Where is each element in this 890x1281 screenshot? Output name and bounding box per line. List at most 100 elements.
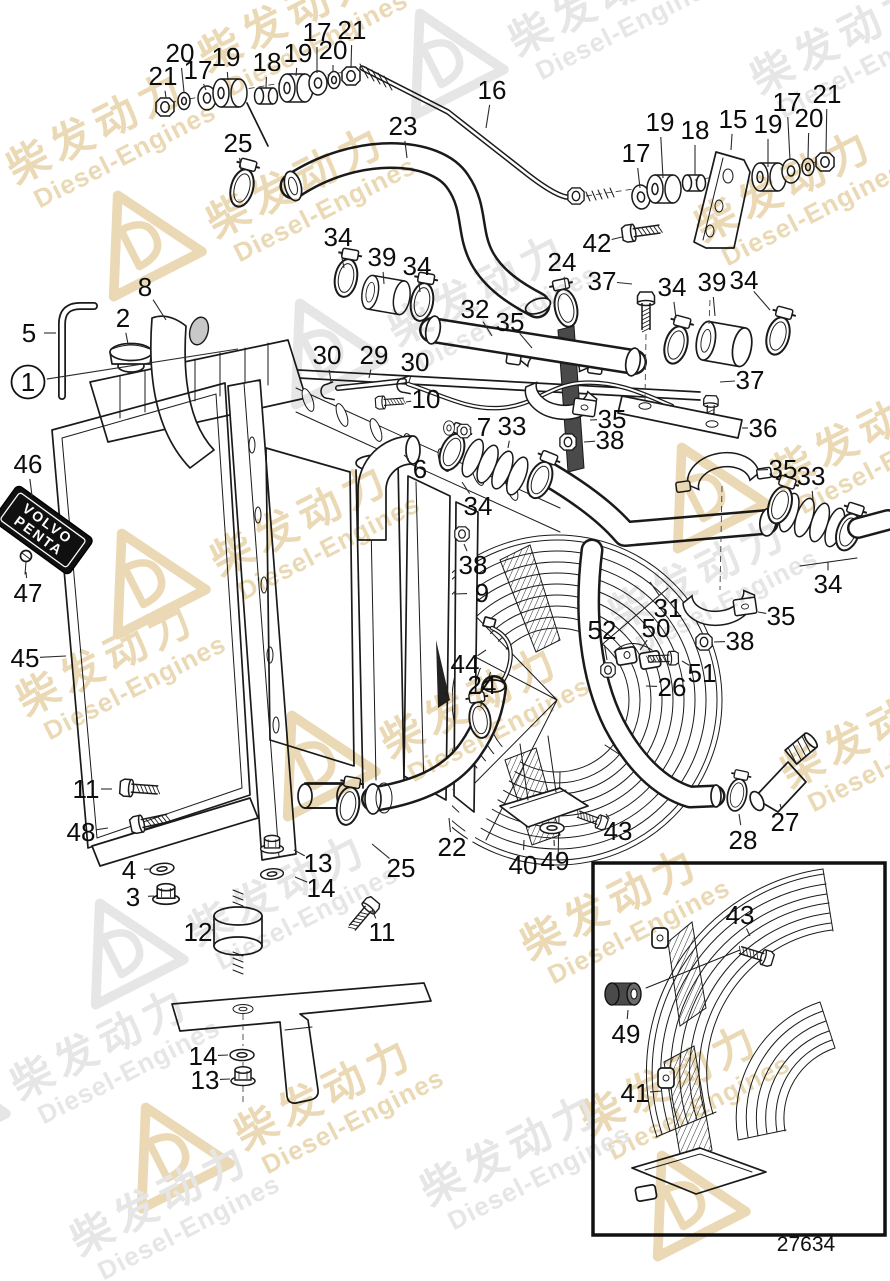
callout-label: 17	[773, 87, 802, 117]
callout-label: 4	[122, 855, 136, 885]
radiator-bottom-tank	[91, 797, 259, 867]
washer-7	[443, 420, 455, 436]
leader-line	[637, 167, 641, 189]
hose-33	[457, 435, 533, 499]
brand-badge-46: VOLVO PENTA	[0, 485, 93, 575]
washer-4	[148, 861, 176, 877]
callout-label: 19	[754, 109, 783, 139]
callout-label: 39	[698, 267, 727, 297]
callout-label: 30	[313, 340, 342, 370]
callout-label: 20	[166, 38, 195, 68]
leader-line	[152, 299, 167, 321]
callout-label: 22	[438, 832, 467, 862]
callout-label: 21	[338, 15, 367, 45]
washer-14	[259, 867, 285, 881]
callout-label: 42	[583, 228, 612, 258]
callout-label: 39	[368, 242, 397, 272]
leader-line	[649, 1090, 663, 1093]
callout-label: 49	[541, 846, 570, 876]
callout-label: 23	[389, 111, 418, 141]
callout-label: 30	[401, 347, 430, 377]
nut-38	[559, 433, 577, 451]
callout-label: 29	[360, 340, 389, 370]
callout-label: 17	[622, 138, 651, 168]
leader-line	[405, 400, 412, 403]
callout-label: 26	[658, 672, 687, 702]
clip-30	[319, 381, 336, 402]
callout-circle	[10, 364, 46, 400]
callout-label: 37	[588, 266, 617, 296]
callout-label: 35	[598, 404, 627, 434]
bolt-11	[118, 778, 162, 800]
callout-label: 14	[307, 873, 336, 903]
nut-21	[155, 97, 175, 117]
leader-line	[294, 876, 308, 883]
leader-line	[293, 849, 306, 857]
saddle-clamp-35	[681, 586, 759, 631]
callout-label: 40	[509, 850, 538, 880]
nut-38	[695, 633, 713, 651]
callout-label: 19	[646, 107, 675, 137]
leader-line	[807, 132, 810, 159]
callout-label: 34	[464, 491, 493, 521]
callout-label: 45	[11, 643, 40, 673]
callout-label: 19	[212, 42, 241, 72]
callout-label: 48	[67, 817, 96, 847]
bolt-42	[620, 219, 664, 244]
leader-line	[681, 660, 690, 666]
guard-foot-40	[499, 787, 589, 828]
leader-line	[180, 67, 185, 93]
leader-line	[583, 440, 596, 443]
leader-line	[239, 157, 242, 171]
leader-line	[350, 44, 353, 69]
leader-line	[448, 817, 452, 833]
leader-line	[46, 348, 239, 380]
washer-49	[539, 821, 565, 835]
callout-label: 24	[468, 670, 497, 700]
bottom-bracket	[171, 982, 432, 1104]
washer-20	[801, 157, 815, 177]
overflow-pipe-5	[58, 302, 98, 400]
nut-21	[815, 152, 835, 172]
leader-line	[203, 83, 207, 91]
leader-line	[477, 649, 487, 657]
leader-line	[616, 281, 633, 285]
callout-label: 3	[126, 882, 140, 912]
nut-3	[151, 882, 181, 906]
leader-line	[712, 296, 716, 317]
nut-52	[600, 662, 616, 678]
leader-line	[719, 380, 736, 383]
bracket-plate-36	[617, 395, 743, 439]
drain-fitting	[722, 732, 819, 814]
callout-label: 27	[771, 807, 800, 837]
hoses-pipes	[279, 63, 890, 828]
leader-line	[603, 644, 608, 661]
nut-13	[259, 834, 285, 854]
leader-line	[611, 236, 623, 241]
callout-label: 25	[224, 128, 253, 158]
callout-label: 18	[681, 115, 710, 145]
callout-label: 28	[729, 825, 758, 855]
washer-20	[327, 70, 341, 90]
callout-label: 9	[475, 578, 489, 608]
callout-label: 43	[726, 900, 755, 930]
leader-line	[825, 108, 828, 153]
callout-label: 20	[795, 103, 824, 133]
callout-label: 33	[797, 461, 826, 491]
leader-line	[371, 909, 377, 919]
leader-line	[295, 67, 298, 77]
callout-label: 25	[387, 853, 416, 883]
leader-line	[125, 332, 129, 345]
callout-label: 11	[73, 774, 100, 804]
leader-line	[408, 376, 412, 383]
leader-line	[738, 813, 742, 826]
elbow-6	[357, 435, 421, 541]
bushing-19	[278, 73, 314, 103]
callout-label: 17	[184, 55, 213, 85]
callout-label: 19	[284, 38, 313, 68]
shroud-panel-9	[403, 475, 451, 801]
bolt-10	[374, 393, 407, 410]
leader-line	[753, 290, 771, 311]
callout-label: 10	[412, 384, 441, 414]
callout-label: 24	[548, 247, 577, 277]
